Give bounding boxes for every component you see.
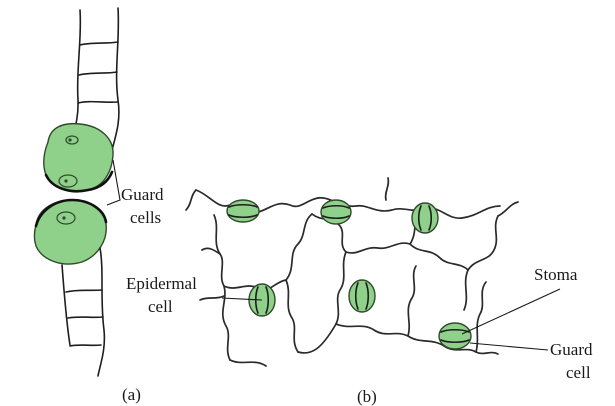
panel-a-label: (a) xyxy=(122,385,141,404)
stoma-2 xyxy=(321,200,351,224)
guard-cell-leader xyxy=(470,343,548,350)
stoma-label: Stoma xyxy=(534,265,578,284)
epidermal-cell-label-line2: cell xyxy=(148,297,173,316)
guard-cell-label-line2: cell xyxy=(566,363,591,382)
epidermal-cell-label-line1: Epidermal xyxy=(126,274,197,293)
stoma-5 xyxy=(349,280,375,312)
stoma-1 xyxy=(227,200,259,222)
stoma-leader xyxy=(462,289,560,334)
panel-a-epidermis-strip xyxy=(35,8,119,376)
panel-b-label: (b) xyxy=(357,387,377,406)
upper-guard-cell xyxy=(44,124,113,192)
guard-cell-label-line1: Guard xyxy=(550,340,593,359)
guard-cells-label-line2: cells xyxy=(130,208,161,227)
guard-cells-label-line1: Guard xyxy=(121,185,164,204)
stoma-6 xyxy=(439,323,471,349)
stoma-3 xyxy=(412,203,438,233)
